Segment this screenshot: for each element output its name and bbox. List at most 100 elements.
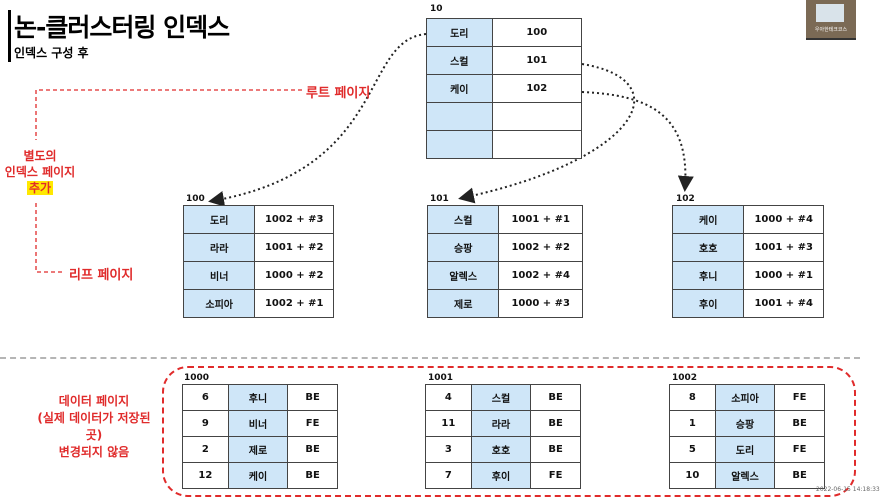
leaf-page-100-cell-val: 1001 + #2 xyxy=(254,233,334,262)
root-page-row xyxy=(426,130,583,159)
page-title: 논-클러스터링 인덱스 xyxy=(14,13,230,42)
leaf-page-102-cell-key: 호호 xyxy=(671,233,745,262)
data-page-1002-cell-key: 도리 xyxy=(714,436,776,463)
data-page-1002-cell-key: 알렉스 xyxy=(714,462,776,489)
root-page-cell-key: 스컬 xyxy=(426,46,493,75)
data-page-1001-cell-key: 스컬 xyxy=(470,384,532,411)
data-page-1001-cell-num: 7 xyxy=(425,462,472,489)
leaf-page-101-cell-val: 1000 + #3 xyxy=(498,289,583,318)
extra-index-label-line3: 추가 xyxy=(26,181,54,195)
presenter-webcam: 우아한테크코스 xyxy=(806,0,856,40)
leaf-page-101-cell-key: 스컬 xyxy=(426,205,500,234)
root-page-cell-val: 101 xyxy=(491,46,583,75)
root-page-row xyxy=(426,102,583,131)
data-page-1001-cell-key: 호호 xyxy=(470,436,532,463)
leaf-page-102-cell-key: 후이 xyxy=(671,289,745,318)
data-page-1001-cell-val: BE xyxy=(530,410,581,437)
data-page-1001-cell-key: 후이 xyxy=(470,462,532,489)
data-page-number-1002: 1002 xyxy=(672,373,698,383)
leaf-page-100-cell-val: 1000 + #2 xyxy=(254,261,334,290)
root-page-cell-key: 도리 xyxy=(426,18,493,47)
data-page-1000-cell-key: 후니 xyxy=(227,384,289,411)
title-bar-accent xyxy=(8,10,11,62)
leaf-page-100-cell-key: 비너 xyxy=(182,261,256,290)
leaf-page-number-102: 102 xyxy=(676,194,695,204)
leaf-page-101-cell-val: 1002 + #4 xyxy=(498,261,583,290)
leaf-page-100-cell-val: 1002 + #3 xyxy=(254,205,334,234)
leaf-page-102-cell-key: 케이 xyxy=(671,205,745,234)
data-page-1000-cell-key: 케이 xyxy=(227,462,289,489)
data-page-1000-cell-val: BE xyxy=(287,436,338,463)
leaf-page-number-101: 101 xyxy=(430,194,449,204)
root-page-number: 10 xyxy=(430,4,443,14)
root-page-cell-val: 102 xyxy=(491,74,583,103)
webcam-caption: 우아한테크코스 xyxy=(814,27,848,33)
leaf-page-101-cell-val: 1001 + #1 xyxy=(498,205,583,234)
leaf-page-102-cell-val: 1000 + #1 xyxy=(743,261,824,290)
data-page-1001-cell-val: BE xyxy=(530,436,581,463)
data-page-1000-cell-val: BE xyxy=(287,384,338,411)
leaf-page-100-cell-key: 소피아 xyxy=(182,289,256,318)
data-page-1000-cell-key: 비너 xyxy=(227,410,289,437)
data-page-number-1000: 1000 xyxy=(184,373,210,383)
data-page-1002-cell-key: 소피아 xyxy=(714,384,776,411)
data-page-label-line2: (실제 데이터가 저장된 곳) xyxy=(37,411,151,442)
root-page-cell-val xyxy=(491,102,583,131)
data-page-1002-cell-val: BE xyxy=(774,462,825,489)
data-page-label-line3: 변경되지 않음 xyxy=(58,445,130,459)
data-page-1000-cell-key: 제로 xyxy=(227,436,289,463)
data-page-1002-cell-val: FE xyxy=(774,384,825,411)
leaf-page-102-cell-val: 1000 + #4 xyxy=(743,205,824,234)
data-page-1000-cell-num: 9 xyxy=(182,410,229,437)
data-page-1001-cell-num: 4 xyxy=(425,384,472,411)
leaf-label-bracket xyxy=(35,203,64,273)
data-page-1000-cell-num: 2 xyxy=(182,436,229,463)
leaf-page-101-cell-key: 승팡 xyxy=(426,233,500,262)
data-pages-enclosure xyxy=(162,366,856,497)
leaf-page-label: 리프 페이지 xyxy=(69,268,134,283)
leaf-page-number-100: 100 xyxy=(186,194,205,204)
arrow-root-to-leaf-101 xyxy=(458,63,636,204)
data-page-label-line1: 데이터 페이지 xyxy=(58,394,130,408)
data-page-number-1001: 1001 xyxy=(428,373,454,383)
root-page-label: 루트 페이지 xyxy=(306,86,371,101)
leaf-page-100-cell-key: 도리 xyxy=(182,205,256,234)
root-page-cell-val: 100 xyxy=(491,18,583,47)
root-page-cell-key: 케이 xyxy=(426,74,493,103)
leaf-page-101-cell-val: 1002 + #2 xyxy=(498,233,583,262)
data-page-1000-cell-val: BE xyxy=(287,462,338,489)
data-page-1001-cell-num: 11 xyxy=(425,410,472,437)
data-page-1002-cell-num: 8 xyxy=(669,384,716,411)
leaf-page-101-cell-key: 제로 xyxy=(426,289,500,318)
leaf-page-102-cell-val: 1001 + #4 xyxy=(743,289,824,318)
root-page-cell-val xyxy=(491,130,583,159)
